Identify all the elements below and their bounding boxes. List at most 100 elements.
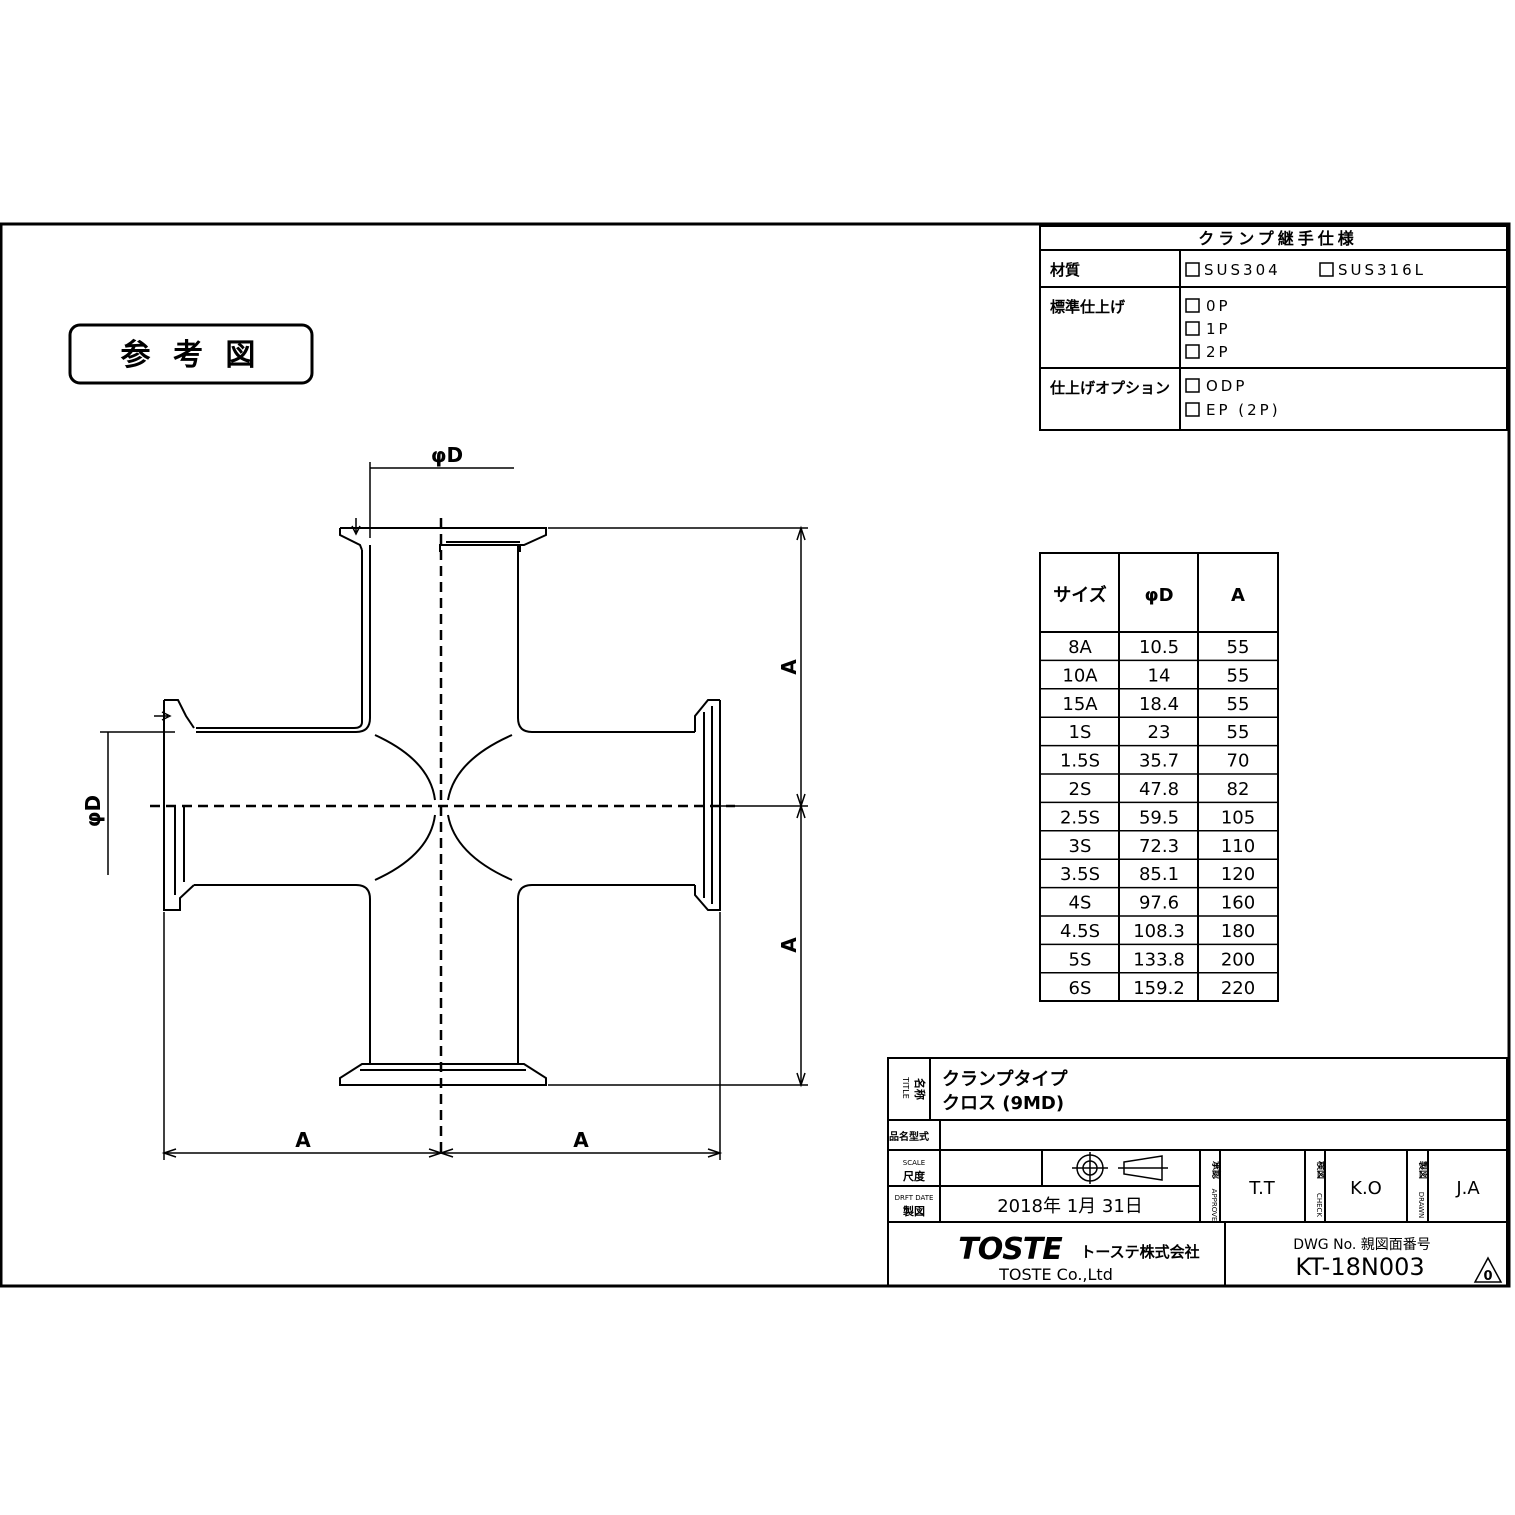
size-cell-r6-c1: 59.5 [1139, 807, 1179, 828]
size-cell-r11-c2: 200 [1221, 949, 1255, 970]
dim-label-a-right-upper: A [777, 659, 801, 675]
top-branch-left-inner [196, 550, 363, 729]
option-odp: ODP [1206, 377, 1247, 395]
size-cell-r0-c1: 10.5 [1139, 637, 1179, 658]
size-cell-r1-c0: 10A [1062, 665, 1098, 686]
spec-row-material-label: 材質 [1050, 261, 1080, 279]
company-name-jp: トーステ株式会社 [1080, 1243, 1199, 1261]
dim-label-a-bottom-right: A [573, 1128, 589, 1152]
top-branch-left-wall [196, 545, 371, 733]
arc-bottom-right [447, 814, 513, 881]
third-angle-projection-icon [1072, 1152, 1168, 1184]
size-cell-r4-c0: 1.5S [1060, 751, 1100, 772]
size-cell-r8-c2: 120 [1221, 864, 1255, 885]
dwg-no-label: DWG No. 親図面番号 [1293, 1237, 1431, 1253]
option-ep2p: EP (2P) [1206, 401, 1281, 419]
size-cell-r7-c1: 72.3 [1139, 836, 1179, 857]
size-cell-r5-c0: 2S [1069, 779, 1092, 800]
size-cell-r2-c2: 55 [1227, 694, 1250, 715]
stamp-label: 参 考 図 [121, 338, 262, 373]
option-2p: 2P [1206, 343, 1231, 361]
title-label-en: TITLE [901, 1076, 910, 1099]
company-name-en: TOSTE Co.,Ltd [998, 1265, 1113, 1284]
right-branch-lower-wall [517, 884, 695, 1064]
size-cell-r11-c0: 5S [1069, 949, 1092, 970]
cross-fitting-drawing [150, 518, 735, 1155]
drawing-date: 2018年 1月 31日 [997, 1196, 1143, 1217]
spec-row-finish-label: 標準仕上げ [1050, 298, 1126, 316]
spec-row-option-label: 仕上げオプション [1049, 379, 1170, 397]
size-cell-r2-c0: 15A [1062, 694, 1098, 715]
size-cell-r6-c0: 2.5S [1060, 807, 1100, 828]
revision-triangle-icon: 0 [1473, 1256, 1503, 1284]
check-label-jp: 検図 [1315, 1161, 1327, 1179]
size-cell-r6-c2: 105 [1221, 807, 1255, 828]
checkbox-odp[interactable] [1185, 378, 1200, 393]
size-cell-r4-c1: 35.7 [1139, 751, 1179, 772]
drawn-value: J.A [1455, 1178, 1480, 1199]
option-sus316l: SUS316L [1338, 261, 1426, 279]
dwg-no: KT-18N003 [1295, 1253, 1424, 1281]
size-cell-r7-c2: 110 [1221, 836, 1255, 857]
size-cell-r11-c1: 133.8 [1133, 949, 1185, 970]
company-logo: TOSTE [958, 1232, 1063, 1267]
size-cell-r9-c2: 160 [1221, 893, 1255, 914]
size-cell-r5-c1: 47.8 [1139, 779, 1179, 800]
size-cell-r12-c2: 220 [1221, 978, 1255, 999]
approve-value: T.T [1248, 1178, 1276, 1199]
size-header-size: サイズ [1053, 584, 1106, 606]
title-label-jp: 名称 [913, 1078, 927, 1100]
checkbox-0p[interactable] [1185, 298, 1200, 313]
size-header-phid: φD [1144, 585, 1173, 606]
checkbox-sus316l[interactable] [1319, 262, 1334, 277]
drawing-title-line2: クロス (9MD) [942, 1093, 1064, 1114]
date-label-en: DRFT DATE [895, 1194, 934, 1202]
size-cell-r3-c0: 1S [1069, 722, 1092, 743]
size-cell-r4-c2: 70 [1227, 751, 1250, 772]
top-flange-inner [446, 541, 521, 552]
checkbox-2p[interactable] [1185, 344, 1200, 359]
left-branch-lower-wall [194, 884, 371, 1064]
size-cell-r12-c0: 6S [1069, 978, 1092, 999]
size-cell-r10-c2: 180 [1221, 921, 1255, 942]
size-cell-r3-c2: 55 [1227, 722, 1250, 743]
drawn-label-jp: 製図 [1417, 1160, 1429, 1179]
option-sus304: SUS304 [1204, 261, 1281, 279]
date-label-jp: 製図 [902, 1204, 925, 1218]
bottom-flange [339, 1063, 547, 1086]
size-cell-r12-c1: 159.2 [1133, 978, 1185, 999]
size-cell-r7-c0: 3S [1069, 836, 1092, 857]
size-cell-r8-c1: 85.1 [1139, 864, 1179, 885]
title-block: TITLE 名称 クランプタイプ クロス (9MD) 品名型式 SCALE 尺度… [887, 1057, 1508, 1287]
approve-label-jp: 承認 [1210, 1161, 1222, 1179]
revision-number: 0 [1483, 1269, 1492, 1284]
checkbox-sus304[interactable] [1185, 262, 1200, 277]
size-cell-r2-c1: 18.4 [1139, 694, 1179, 715]
part-no-label: 品名型式 [889, 1130, 929, 1143]
scale-label-en: SCALE [903, 1159, 925, 1167]
dim-label-phid-top: φD [431, 443, 463, 467]
dim-label-a-bottom-left: A [295, 1128, 311, 1152]
size-cell-r9-c0: 4S [1069, 893, 1092, 914]
size-cell-r5-c2: 82 [1227, 779, 1250, 800]
checkbox-1p[interactable] [1185, 321, 1200, 336]
sheet-border [0, 222, 1511, 1288]
option-1p: 1P [1206, 320, 1231, 338]
size-cell-r9-c1: 97.6 [1139, 893, 1179, 914]
top-branch-right-wall [517, 545, 695, 733]
checkbox-ep2p[interactable] [1185, 402, 1200, 417]
dim-label-a-right-lower: A [777, 937, 801, 953]
reference-drawing-stamp: 参 考 図 [68, 323, 314, 385]
check-label-en: CHECK [1315, 1193, 1323, 1217]
scale-label-jp: 尺度 [903, 1169, 926, 1183]
size-cell-r10-c0: 4.5S [1060, 921, 1100, 942]
size-cell-r0-c2: 55 [1227, 637, 1250, 658]
size-cell-r8-c0: 3.5S [1060, 864, 1100, 885]
drawn-label-en: DRAWN [1417, 1192, 1425, 1219]
arc-bottom-left [374, 814, 436, 881]
arc-top-right [447, 734, 513, 801]
dimension-lines [100, 462, 808, 1160]
spec-table: クランプ継手仕様 材質 SUS304 SUS316L 標準仕上げ 0P 1P 2… [1039, 225, 1508, 431]
